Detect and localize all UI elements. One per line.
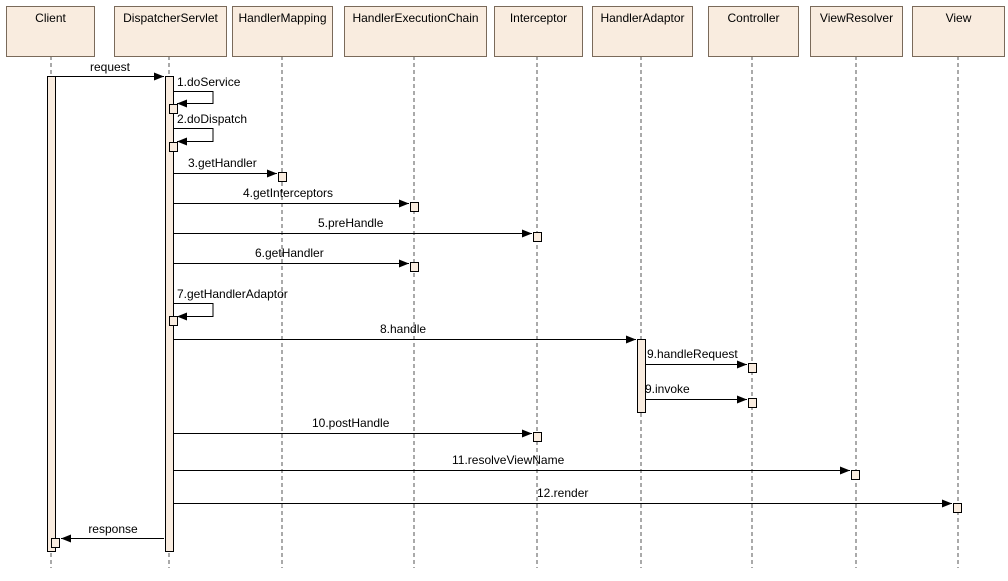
activation-box <box>533 432 542 442</box>
activation-box <box>533 232 542 242</box>
message-label: 5.preHandle <box>318 216 384 230</box>
message-step-5: 5.preHandle <box>173 216 532 238</box>
message-label: 9.handleRequest <box>647 347 738 361</box>
message-response: response <box>61 522 164 543</box>
participant-box-client <box>6 6 95 57</box>
participant-box-controller <box>708 6 799 57</box>
participant-label-client: Client <box>35 11 66 25</box>
activation-box <box>51 538 60 548</box>
participant-box-dispatcher <box>114 6 227 57</box>
message-label: 8.handle <box>380 322 426 336</box>
participant-label-view-resolver: ViewResolver <box>820 11 893 25</box>
activation-box <box>410 202 419 212</box>
message-step-7: 7.getHandlerAdaptor <box>173 287 288 321</box>
activation-box <box>748 398 757 408</box>
participant-label-controller: Controller <box>727 11 779 25</box>
message-step-8: 8.handle <box>173 322 636 344</box>
participant-box-view-resolver <box>810 6 903 57</box>
message-label: 2.doDispatch <box>177 112 247 126</box>
participant-box-handler-adaptor <box>592 6 693 57</box>
message-step-3: 3.getHandler <box>173 156 277 178</box>
activation-handler-adaptor <box>637 339 646 413</box>
activation-box <box>410 262 419 272</box>
activation-box <box>851 470 860 480</box>
activation-box <box>278 172 287 182</box>
activation-box <box>169 142 178 152</box>
self-call-arrow <box>173 303 214 321</box>
message-label: 10.postHandle <box>312 416 390 430</box>
message-request: request <box>55 60 164 81</box>
activation-box <box>953 503 962 513</box>
message-step-10: 9.invoke <box>645 382 747 404</box>
participant-label-handler-mapping: HandlerMapping <box>238 11 326 25</box>
message-step-13: 12.render <box>173 486 952 508</box>
participant-label-view: View <box>946 11 972 25</box>
message-label: 1.doService <box>177 75 241 89</box>
message-step-11: 10.postHandle <box>173 416 532 438</box>
self-call-arrow <box>173 128 214 146</box>
message-label: 6.getHandler <box>255 246 324 260</box>
participant-label-handler-adaptor: HandlerAdaptor <box>600 11 684 25</box>
participant-label-dispatcher: DispatcherServlet <box>123 11 218 25</box>
message-label: response <box>88 522 138 536</box>
message-step-1: 1.doService <box>173 75 241 108</box>
message-label: 11.resolveViewName <box>452 453 565 467</box>
participant-label-handler-execution-chain: HandlerExecutionChain <box>352 11 478 25</box>
participant-box-view <box>912 6 1005 57</box>
activation-box <box>748 363 757 373</box>
message-label: 4.getInterceptors <box>243 186 333 200</box>
activation-box <box>169 104 178 114</box>
message-label: request <box>90 60 131 74</box>
message-step-9: 9.handleRequest <box>645 347 747 369</box>
message-label: 9.invoke <box>645 382 690 396</box>
self-call-arrow <box>173 91 214 108</box>
participant-box-handler-execution-chain <box>344 6 487 57</box>
activation-client <box>47 76 56 552</box>
message-label: 7.getHandlerAdaptor <box>177 287 288 301</box>
participant-box-interceptor <box>494 6 583 57</box>
message-step-4: 4.getInterceptors <box>173 186 409 208</box>
participant-label-interceptor: Interceptor <box>510 11 567 25</box>
message-step-12: 11.resolveViewName <box>173 453 850 475</box>
message-label: 3.getHandler <box>188 156 257 170</box>
message-step-6: 6.getHandler <box>173 246 409 268</box>
participant-box-handler-mapping <box>232 6 333 57</box>
activation-box <box>169 316 178 326</box>
message-step-2: 2.doDispatch <box>173 112 247 146</box>
message-label: 12.render <box>537 486 588 500</box>
activation-dispatcher <box>165 76 174 552</box>
